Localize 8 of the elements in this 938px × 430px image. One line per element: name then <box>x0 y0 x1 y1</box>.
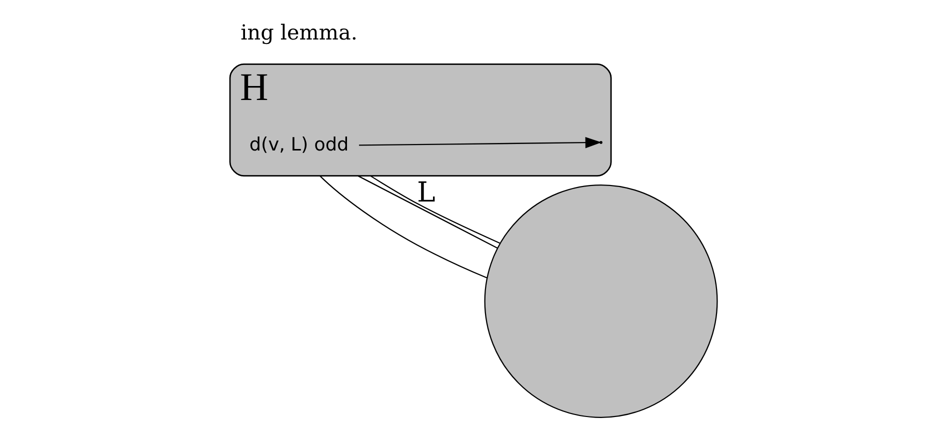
node-circle <box>484 184 718 418</box>
connector <box>370 174 500 244</box>
edge-label: L <box>416 174 436 208</box>
node-text: d(v, L) odd <box>249 134 349 155</box>
label: ing lemma. <box>240 20 358 44</box>
connector <box>319 174 488 278</box>
connector <box>358 174 498 248</box>
arrow <box>359 136 602 148</box>
